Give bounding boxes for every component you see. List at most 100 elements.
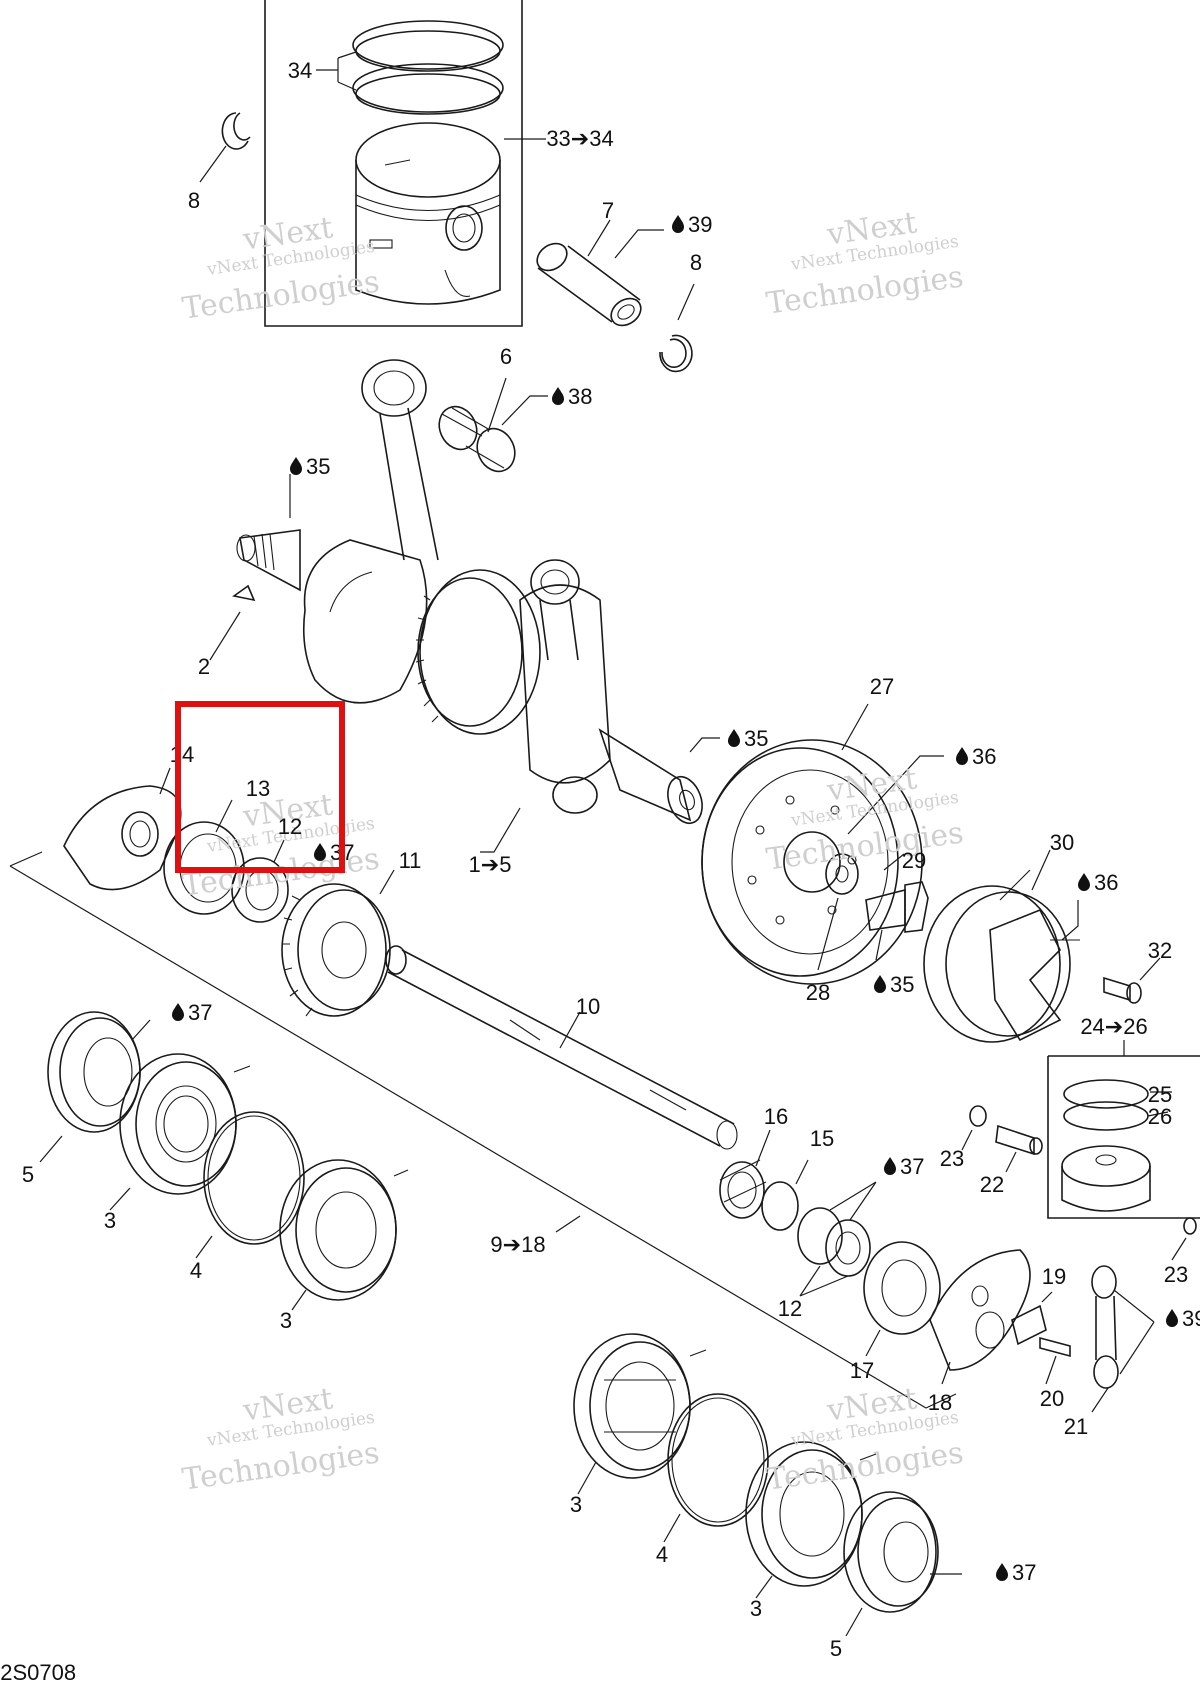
callout-3: 3 bbox=[570, 1492, 582, 1517]
lubricant-drop-icon bbox=[1078, 873, 1090, 891]
flywheel-27 bbox=[701, 703, 944, 985]
callout-19: 19 bbox=[1042, 1264, 1066, 1289]
callout-number: 26 bbox=[1148, 1104, 1172, 1129]
callout-8: 8 bbox=[188, 188, 200, 213]
callout-5: 5 bbox=[830, 1636, 842, 1661]
callout-number: 34 bbox=[288, 58, 312, 83]
callout-number: 20 bbox=[1040, 1386, 1064, 1411]
callout-number: 19 bbox=[1042, 1264, 1066, 1289]
callout-30: 30 bbox=[1050, 830, 1074, 855]
callout-26: 26 bbox=[1148, 1104, 1172, 1129]
callout-12: 12 bbox=[278, 814, 302, 839]
callout-number: 35 bbox=[890, 972, 914, 997]
callout-number: 4 bbox=[190, 1258, 202, 1283]
callout-17: 17 bbox=[850, 1358, 874, 1383]
callout-25: 25 bbox=[1148, 1082, 1172, 1107]
washer-28-bolt-29 bbox=[817, 853, 929, 971]
callout-number: 37 bbox=[1012, 1560, 1036, 1585]
pump-piston-kit-box bbox=[1047, 1040, 1200, 1219]
callout-3: 3 bbox=[750, 1596, 762, 1621]
assembly-bracket-9-18 bbox=[9, 851, 957, 1409]
callout-35: 35 bbox=[290, 454, 330, 479]
callout-number: 25 bbox=[1148, 1082, 1172, 1107]
callout-number: 39 bbox=[1182, 1306, 1200, 1331]
callout-number: 29 bbox=[902, 848, 926, 873]
callout-number: 35 bbox=[306, 454, 330, 479]
pump-shaft-group bbox=[719, 1129, 1031, 1385]
callout-38: 38 bbox=[552, 384, 592, 409]
callout-number: 5 bbox=[22, 1162, 34, 1187]
callout-number: 7 bbox=[602, 198, 614, 223]
callout-number: 1➔5 bbox=[469, 852, 512, 877]
callout-15: 15 bbox=[810, 1126, 834, 1151]
callout-number: 36 bbox=[972, 744, 996, 769]
callout-number: 16 bbox=[764, 1104, 788, 1129]
callout-number: 21 bbox=[1064, 1414, 1088, 1439]
lubricant-drop-icon bbox=[552, 387, 564, 405]
lubricant-drop-icon bbox=[1166, 1309, 1178, 1327]
drawing-code: 02S0708 bbox=[0, 1660, 76, 1683]
callout-14: 14 bbox=[170, 742, 194, 767]
callout-35: 35 bbox=[728, 726, 768, 751]
lubricant-drop-icon bbox=[996, 1563, 1008, 1581]
lubricant-drop-icon bbox=[172, 1003, 184, 1021]
circlip-8-left bbox=[199, 112, 251, 183]
callout-number: 35 bbox=[744, 726, 768, 751]
lubricant-drop-icon bbox=[672, 215, 684, 233]
callout-number: 23 bbox=[1164, 1262, 1188, 1287]
callout-number: 30 bbox=[1050, 830, 1074, 855]
highlight-box bbox=[175, 701, 345, 873]
callout-number: 36 bbox=[1094, 870, 1118, 895]
callout-13: 13 bbox=[246, 776, 270, 801]
piston-pin-7 bbox=[536, 219, 664, 327]
callout-number: 6 bbox=[500, 344, 512, 369]
callout-32: 32 bbox=[1148, 938, 1172, 963]
callout-2: 2 bbox=[198, 654, 210, 679]
callout-9-18: 9➔18 bbox=[490, 1232, 545, 1257]
callout-11: 11 bbox=[399, 848, 422, 873]
lubricant-drop-icon bbox=[728, 729, 740, 747]
callout-36: 36 bbox=[956, 744, 996, 769]
callout-number: 17 bbox=[850, 1358, 874, 1383]
callout-27: 27 bbox=[870, 674, 894, 699]
callout-number: 13 bbox=[246, 776, 270, 801]
callout-28: 28 bbox=[806, 980, 830, 1005]
callout-number: 39 bbox=[688, 212, 712, 237]
callout-number: 14 bbox=[170, 742, 194, 767]
callout-3: 3 bbox=[104, 1208, 116, 1233]
callout-8: 8 bbox=[690, 250, 702, 275]
callout-number: 8 bbox=[690, 250, 702, 275]
callout-16: 16 bbox=[764, 1104, 788, 1129]
callout-number: 32 bbox=[1148, 938, 1172, 963]
callout-number: 37 bbox=[188, 1000, 212, 1025]
lubricant-drop-icon bbox=[290, 457, 302, 475]
callout-number: 28 bbox=[806, 980, 830, 1005]
callout-number: 4 bbox=[656, 1542, 668, 1567]
callout-37: 37 bbox=[172, 1000, 212, 1025]
bearing-group-bottom bbox=[573, 1333, 962, 1637]
callout-36: 36 bbox=[1078, 870, 1118, 895]
callout-1-5: 1➔5 bbox=[469, 852, 512, 877]
callout-23: 23 bbox=[1164, 1262, 1188, 1287]
callout-37: 37 bbox=[996, 1560, 1036, 1585]
callout-number: 3 bbox=[750, 1596, 762, 1621]
callout-39: 39 bbox=[672, 212, 712, 237]
lubricant-drop-icon bbox=[884, 1157, 896, 1175]
needle-bearing-6 bbox=[438, 377, 548, 473]
balance-shaft-10 bbox=[385, 945, 738, 1150]
callout-21: 21 bbox=[1064, 1414, 1088, 1439]
piston-group bbox=[264, 0, 546, 327]
callout-7: 7 bbox=[602, 198, 614, 223]
circlip-8-right bbox=[659, 283, 695, 373]
callout-number: 24➔26 bbox=[1080, 1014, 1147, 1039]
callout-29: 29 bbox=[902, 848, 926, 873]
callout-number: 27 bbox=[870, 674, 894, 699]
callout-number: 3 bbox=[280, 1308, 292, 1333]
callout-number: 22 bbox=[980, 1172, 1004, 1197]
callout-labels: 34 33➔34 8 7 39 8 6 38 35 2 14 13 12 37 … bbox=[22, 58, 1200, 1661]
callout-number: 11 bbox=[399, 848, 422, 873]
callout-35: 35 bbox=[874, 972, 914, 997]
callout-24-26: 24➔26 bbox=[1080, 1014, 1147, 1039]
callout-number: 10 bbox=[576, 994, 600, 1019]
